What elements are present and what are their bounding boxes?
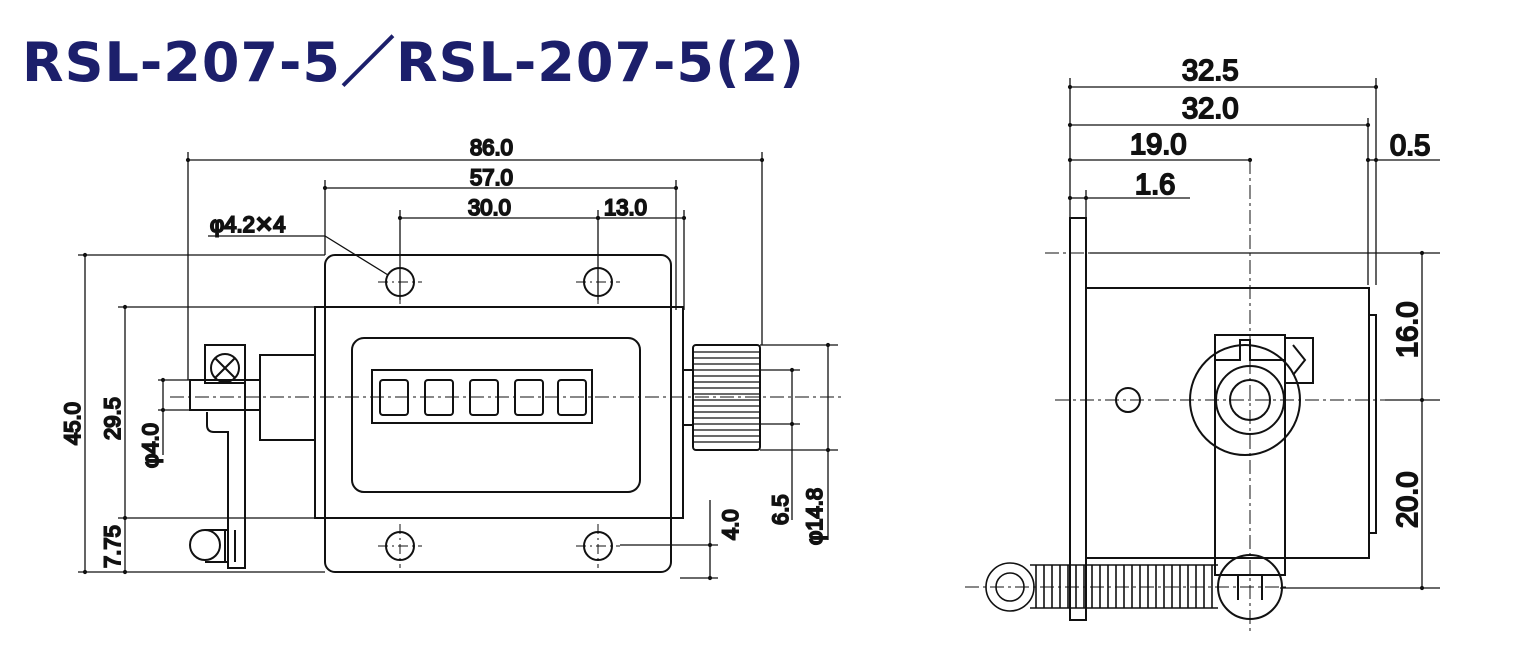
side-centerlines [965, 160, 1400, 635]
dim-13: 13.0 [604, 195, 647, 220]
dim-dia-4: φ4.0 [138, 423, 163, 468]
dim-20: 20.0 [1392, 472, 1424, 528]
dim-19: 19.0 [1130, 129, 1186, 161]
dim-32-0: 32.0 [1182, 93, 1238, 125]
dim-4: 4.0 [718, 509, 743, 540]
side-lever [1189, 334, 1314, 620]
dim-0-5: 0.5 [1390, 130, 1430, 162]
side-dimension-labels: 32.5 32.0 19.0 0.5 1.6 16.0 20.0 [1129, 54, 1431, 529]
dim-6-5: 6.5 [768, 494, 793, 525]
front-body [314, 254, 684, 573]
side-dimension-lines [1067, 78, 1440, 591]
lever-arm [189, 344, 316, 569]
page-title: RSL-207-5／RSL-207-5(2) [22, 31, 805, 94]
dim-86: 86.0 [470, 135, 513, 160]
dim-7-75: 7.75 [100, 525, 125, 568]
mounting-holes [378, 260, 620, 568]
dim-32-5: 32.5 [1182, 55, 1238, 87]
dim-29-5: 29.5 [100, 397, 125, 440]
dim-dia-14-8: φ14.8 [802, 488, 827, 545]
front-dimension-labels: 86.0 57.0 30.0 13.0 φ4.2✕4 45.0 29.5 φ4.… [59, 134, 828, 569]
dim-hole-dia: φ4.2✕4 [210, 212, 286, 237]
dim-57: 57.0 [470, 165, 513, 190]
dim-45: 45.0 [60, 402, 85, 445]
dim-30: 30.0 [468, 195, 511, 220]
front-view [78, 152, 845, 581]
dim-16: 16.0 [1392, 302, 1424, 358]
reset-knob [682, 344, 761, 451]
dim-1-6: 1.6 [1135, 169, 1175, 201]
side-view [965, 78, 1440, 635]
